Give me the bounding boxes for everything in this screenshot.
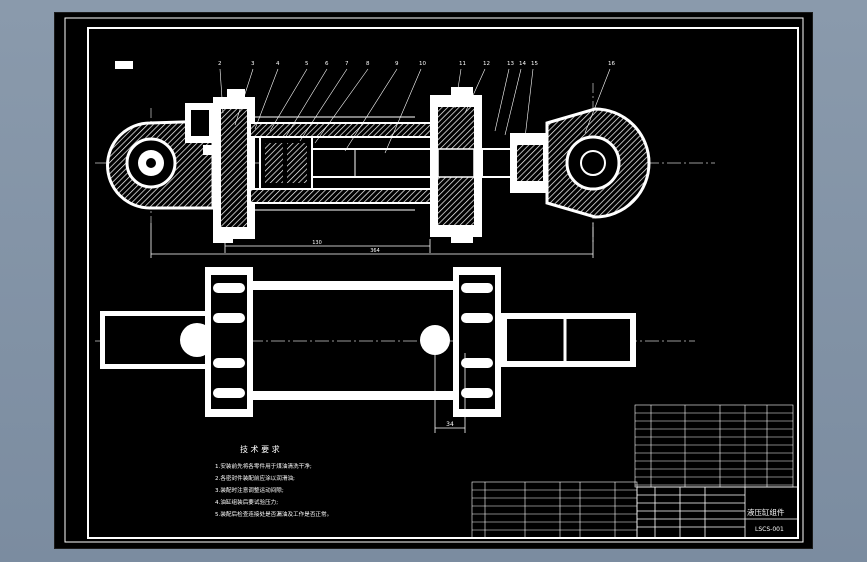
leader-line <box>254 68 279 130</box>
inner-border <box>87 27 799 539</box>
part-number-label: 4 <box>276 61 280 67</box>
front-pin <box>420 325 450 355</box>
dimension-label: 34 <box>446 421 454 428</box>
note-line: 3.装配时注意调整运动间隙; <box>215 486 284 494</box>
external-view: 34 <box>95 267 695 433</box>
drawing-title: 液压缸组件 <box>747 507 785 517</box>
title-block <box>636 486 799 539</box>
tie-rod-top <box>253 281 459 290</box>
leader-line <box>314 68 369 144</box>
section-dimensions <box>150 223 594 258</box>
leader-line <box>464 68 486 114</box>
leader-line <box>494 68 510 132</box>
part-number-label: 16 <box>608 61 615 67</box>
part-number-label: 12 <box>483 61 490 67</box>
note-line: 4.油缸组装后要试验压力; <box>215 498 278 506</box>
drawing-number: LSCS-001 <box>755 526 784 533</box>
notes-title: 技 术 要 求 <box>240 444 280 454</box>
part-number-label: 5 <box>305 61 309 67</box>
leader-line <box>384 68 422 154</box>
note-line: 1.安装前先将各零件用于煤油清洗干净; <box>215 462 312 470</box>
dimension-label: 130 <box>312 240 322 246</box>
outer-border <box>64 17 804 543</box>
technical-requirements: 技 术 要 求 1.安装前先将各零件用于煤油清洗干净; 2.各密封件装配前应涂以… <box>215 444 332 518</box>
part-number-label: 11 <box>459 61 466 67</box>
leader-line <box>454 68 462 109</box>
part-leaders: 2 3 4 5 6 7 8 9 10 11 12 13 14 15 16 <box>218 61 615 154</box>
section-view: 130 364 2 3 4 5 6 7 8 9 10 11 12 13 14 15 16 <box>95 61 715 258</box>
leader-line <box>234 68 254 126</box>
leader-line <box>344 68 398 152</box>
part-number-label: 13 <box>507 61 514 67</box>
note-line: 2.各密封件装配前应涂以润滑油; <box>215 474 295 482</box>
note-line: 5.装配后检查连接处是否漏油及工作是否正常。 <box>215 510 332 518</box>
leader-line <box>269 68 308 132</box>
dimension-label: 364 <box>370 248 380 254</box>
part-number-label: 6 <box>325 61 329 67</box>
leader-line <box>584 68 611 134</box>
leader-line <box>284 68 328 139</box>
leader-line <box>524 68 534 139</box>
part-number-label: 9 <box>395 61 399 67</box>
part-number-label: 3 <box>251 61 255 67</box>
leader-line <box>219 68 224 114</box>
leader-line <box>299 68 348 142</box>
tie-rod-bottom <box>253 391 459 400</box>
part-number-label: 10 <box>419 61 426 67</box>
part-number-label: 14 <box>519 61 526 67</box>
leader-line <box>504 68 522 136</box>
part-number-label: 8 <box>366 61 370 67</box>
part-number-label: 15 <box>531 61 538 67</box>
part-number-label: 2 <box>218 61 222 67</box>
part-number-label: 7 <box>345 61 349 67</box>
